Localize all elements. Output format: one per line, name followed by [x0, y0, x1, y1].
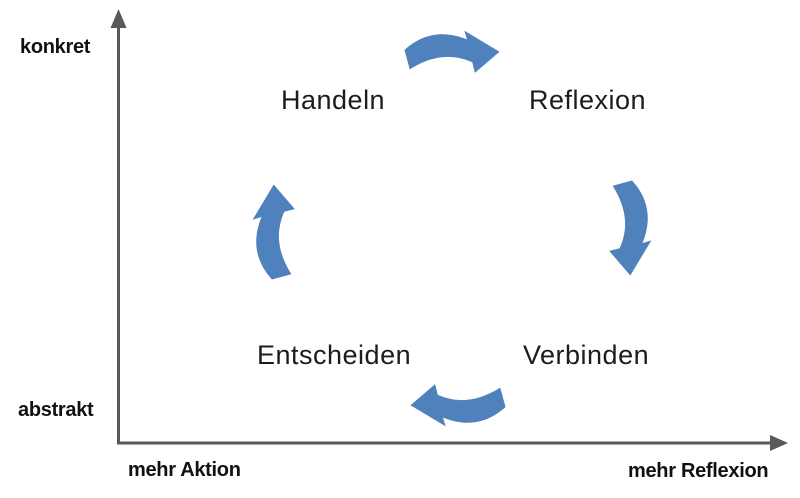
stage-label-reflexion: Reflexion [529, 85, 647, 115]
cycle-arrow-right-icon [609, 180, 652, 276]
cycle-arrow-left-icon [252, 184, 295, 280]
y-axis-bottom-label: abstrakt [18, 399, 94, 421]
x-axis-left-label: mehr Aktion [128, 459, 241, 481]
x-axis-arrowhead-icon [770, 435, 788, 451]
cycle-arrow-bottom-icon [410, 384, 506, 427]
stage-label-verbinden: Verbinden [523, 340, 650, 370]
x-axis-right-label: mehr Reflexion [628, 460, 769, 482]
y-axis-top-label: konkret [20, 36, 91, 58]
stage-label-entscheiden: Entscheiden [257, 340, 412, 370]
stage-label-handeln: Handeln [281, 85, 386, 115]
y-axis-arrowhead-icon [110, 9, 127, 28]
cycle-arrow-top-icon [404, 30, 500, 73]
